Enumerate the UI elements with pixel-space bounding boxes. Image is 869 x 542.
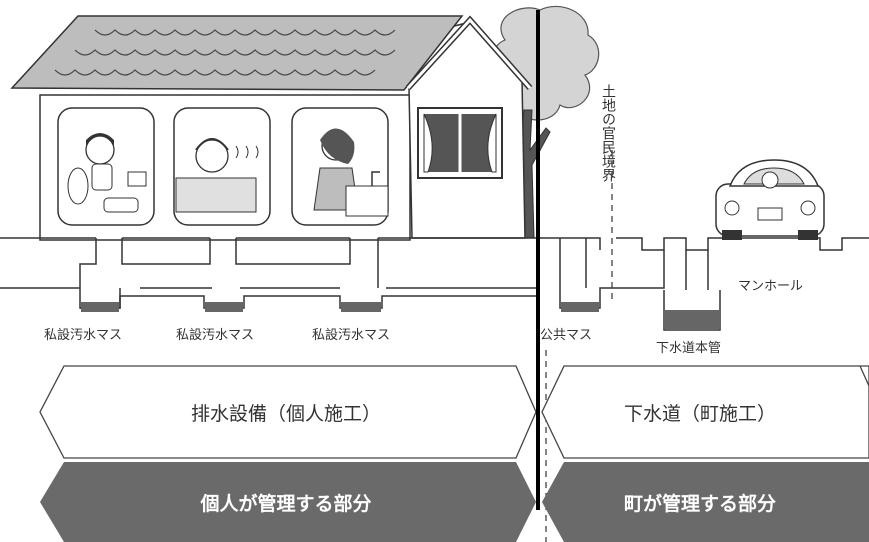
public-basin-label: 公共マス [540,328,592,343]
public-works-arrow: 下水道（町施工） [541,365,869,459]
bath-person-illustration [175,138,259,213]
basin-fills [81,302,719,330]
private-basin-label-3: 私設汚水マス [312,327,390,343]
boundary-label: 土地の官民境界 [600,84,616,183]
public-managed-label: 町が管理する部分 [624,492,776,515]
sewer-main-label: 下水道本管 [656,341,721,356]
toilet-person-illustration [67,133,147,213]
private-works-label: 排水設備（個人施工） [191,403,381,425]
house [10,15,533,241]
car-illustration [715,159,825,240]
private-managed-arrow: 個人が管理する部分 [40,462,536,542]
private-works-arrow: 排水設備（個人施工） [39,365,537,459]
public-managed-arrow: 町が管理する部分 [542,462,869,542]
private-managed-label: 個人が管理する部分 [199,492,371,515]
private-basin-label-2: 私設汚水マス [176,327,254,343]
public-works-label: 下水道（町施工） [624,403,776,425]
boundary-label-text: 土地の官民境界 [600,84,616,183]
kitchen-person-illustration [313,128,389,217]
private-basin-label-1: 私設汚水マス [44,327,122,343]
manhole-label: マンホール [738,279,803,294]
